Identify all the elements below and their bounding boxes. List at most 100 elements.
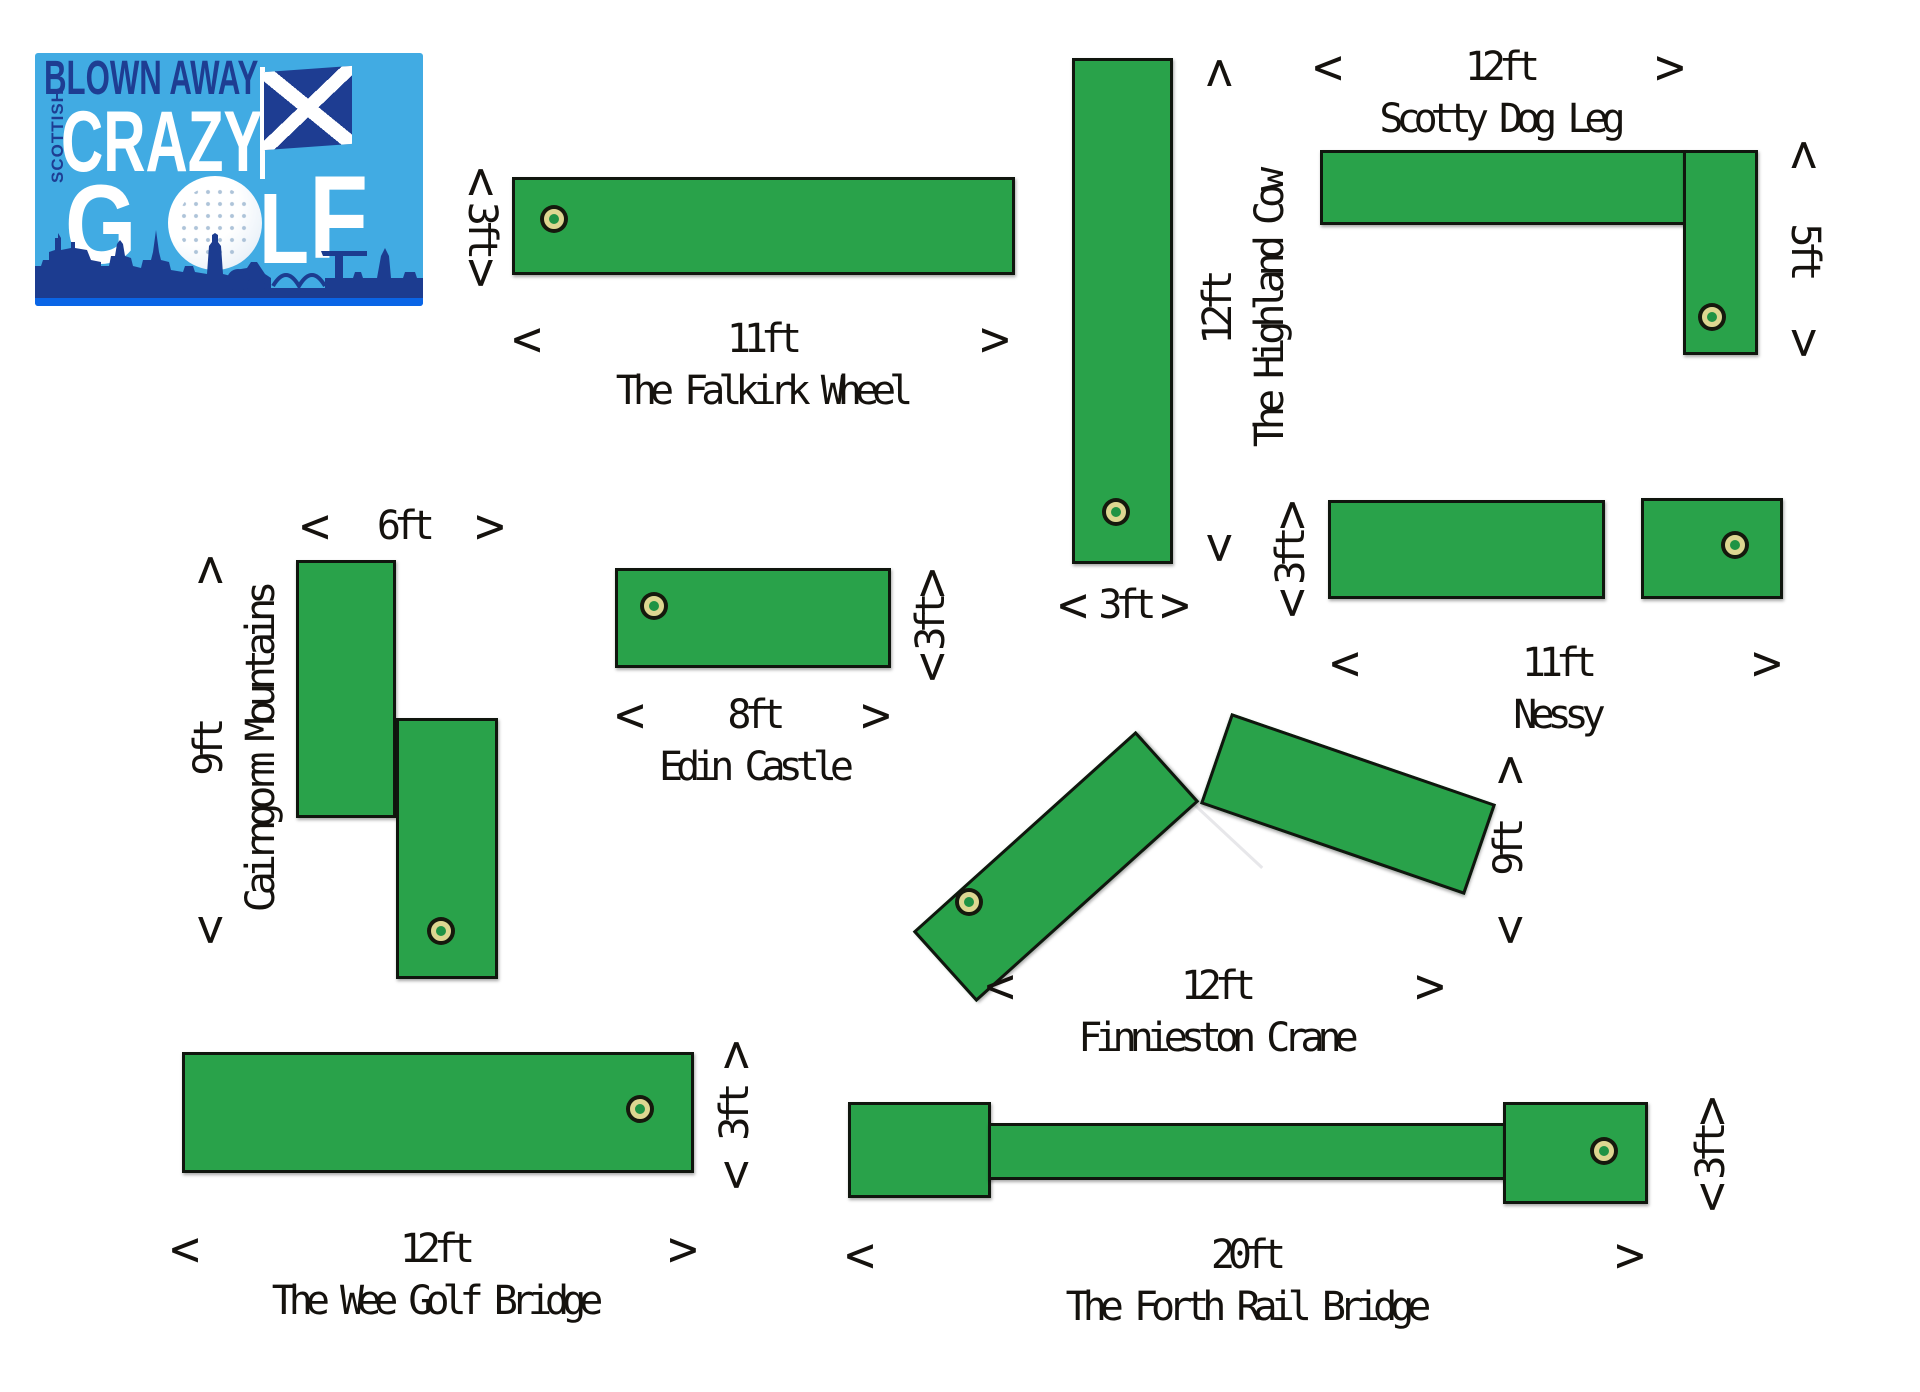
width-label: < 3ft > <box>453 167 511 288</box>
felt-forth-connector <box>988 1123 1506 1180</box>
brand-logo: BLOWN AWAY SCOTTISH CRAZY G L F <box>35 53 423 306</box>
length-value: 11ft <box>726 316 802 362</box>
logo-top-line: BLOWN AWAY <box>44 53 259 105</box>
chevron-right-icon: > <box>1682 1096 1740 1127</box>
hole-name: The Forth Rail Bridge <box>1065 1284 1432 1330</box>
cup-marker <box>959 892 979 912</box>
chevron-left-icon: < <box>1330 634 1361 692</box>
cup-marker <box>1702 307 1722 327</box>
width-value: 3ft <box>712 1089 758 1141</box>
chevron-left-icon: < <box>615 686 646 744</box>
cup-marker <box>644 596 664 616</box>
felt-falkirk-wheel <box>512 177 1015 275</box>
felt-cairngorm-lower <box>396 718 498 979</box>
width-value: 3ft <box>1688 1128 1734 1180</box>
chevron-left-icon: < <box>1682 1181 1740 1212</box>
width-label: < 3ft > <box>1262 500 1320 618</box>
chevron-left-icon: < <box>1058 576 1089 634</box>
chevron-left-icon: < <box>845 1226 876 1284</box>
width-label: < 5ft > <box>1776 140 1834 358</box>
length-label: < 11ft > Nessy <box>1330 634 1782 738</box>
felt-highland-cow <box>1072 58 1173 564</box>
felt-forth-left-block <box>848 1102 991 1198</box>
chevron-right-icon: > <box>1480 755 1538 786</box>
felt-forth-right-block <box>1503 1102 1648 1204</box>
length-label: < 12ft > Scotty Dog Leg <box>1313 38 1685 142</box>
felt-nessy-right <box>1641 498 1783 599</box>
chevron-right-icon: > <box>1751 634 1782 692</box>
cup-marker <box>1106 502 1126 522</box>
width-value: 9ft <box>1486 824 1532 876</box>
length-value: 9ft <box>186 724 232 776</box>
chevron-right-icon: > <box>979 310 1010 368</box>
felt-scotty-leg <box>1683 150 1758 355</box>
chevron-right-icon: > <box>860 686 891 744</box>
logo-main-word: CRAZY <box>61 94 263 190</box>
cup-marker <box>1725 535 1745 555</box>
width-label: < 3ft > <box>902 568 960 682</box>
cup-marker <box>431 921 451 941</box>
length-label: < 9ft > Cairngorm Mountains <box>180 555 284 945</box>
chevron-right-icon: > <box>1776 327 1834 358</box>
hole-name: Scotty Dog Leg <box>1379 96 1625 142</box>
chevron-left-icon: < <box>1480 914 1538 945</box>
width-label: < 6ft > <box>300 497 505 555</box>
chevron-right-icon: > <box>706 1040 764 1071</box>
felt-cairngorm-upper <box>296 560 396 818</box>
chevron-right-icon: > <box>180 555 238 586</box>
logo-letter-l: L <box>259 173 310 285</box>
width-value: 5ft <box>1782 223 1828 275</box>
length-value: 12ft <box>399 1226 475 1272</box>
width-value: 3ft <box>908 599 954 651</box>
length-value: 12ft <box>1195 276 1241 345</box>
felt-scotty-bar <box>1320 150 1686 225</box>
width-label: < 3ft > <box>1682 1096 1740 1212</box>
width-value: 3ft <box>459 201 505 254</box>
width-value: 3ft <box>1268 533 1314 585</box>
hole-name: The Wee Golf Bridge <box>271 1278 604 1324</box>
length-value: 11ft <box>1521 640 1597 686</box>
saltire-flag-icon <box>264 65 352 151</box>
chevron-left-icon: < <box>1776 140 1834 171</box>
length-value: 12ft <box>1464 44 1540 90</box>
chevron-right-icon: > <box>1159 576 1190 634</box>
hole-name: Edin Castle <box>659 744 854 790</box>
felt-wee-golf-bridge <box>182 1052 694 1173</box>
length-label: < 11ft > The Falkirk Wheel <box>512 310 1010 414</box>
width-label: < 9ft > <box>1480 755 1538 945</box>
felt-edin-castle <box>615 568 891 668</box>
cup-marker <box>630 1099 650 1119</box>
width-label: < 3ft > <box>706 1040 764 1190</box>
cup-marker <box>1594 1141 1614 1161</box>
chevron-right-icon: > <box>1262 500 1320 531</box>
length-value: 20ft <box>1210 1232 1286 1278</box>
hole-name: Cairngorm Mountains <box>238 587 284 913</box>
length-label: < 20ft > The Forth Rail Bridge <box>845 1226 1645 1330</box>
felt-finnieston-right-arm <box>1200 713 1496 895</box>
chevron-left-icon: < <box>1262 587 1320 618</box>
length-label: < 12ft > The Highland Cow <box>1189 58 1293 563</box>
chevron-left-icon: < <box>1189 532 1247 563</box>
chevron-right-icon: > <box>1414 957 1445 1015</box>
chevron-right-icon: > <box>474 497 505 555</box>
length-label: < 8ft > Edin Castle <box>615 686 891 790</box>
chevron-left-icon: < <box>902 651 960 682</box>
chevron-left-icon: < <box>1313 38 1344 96</box>
hole-name: Nessy <box>1513 692 1605 738</box>
chevron-left-icon: < <box>706 1159 764 1190</box>
chevron-right-icon: > <box>1614 1226 1645 1284</box>
chevron-right-icon: > <box>1654 38 1685 96</box>
chevron-right-icon: > <box>453 257 511 288</box>
width-value: 6ft <box>376 503 435 549</box>
felt-finnieston-left-arm <box>912 730 1200 1003</box>
chevron-right-icon: > <box>667 1220 698 1278</box>
length-label: < 12ft > The Wee Golf Bridge <box>170 1220 698 1324</box>
width-label: < 3ft > <box>1058 576 1190 634</box>
chevron-left-icon: < <box>985 957 1016 1015</box>
logo-bottom-strip <box>35 298 423 306</box>
chevron-right-icon: > <box>1189 58 1247 89</box>
felt-nessy-left <box>1328 500 1605 599</box>
chevron-left-icon: < <box>512 310 543 368</box>
hole-name: The Falkirk Wheel <box>615 368 913 414</box>
chevron-left-icon: < <box>170 1220 201 1278</box>
